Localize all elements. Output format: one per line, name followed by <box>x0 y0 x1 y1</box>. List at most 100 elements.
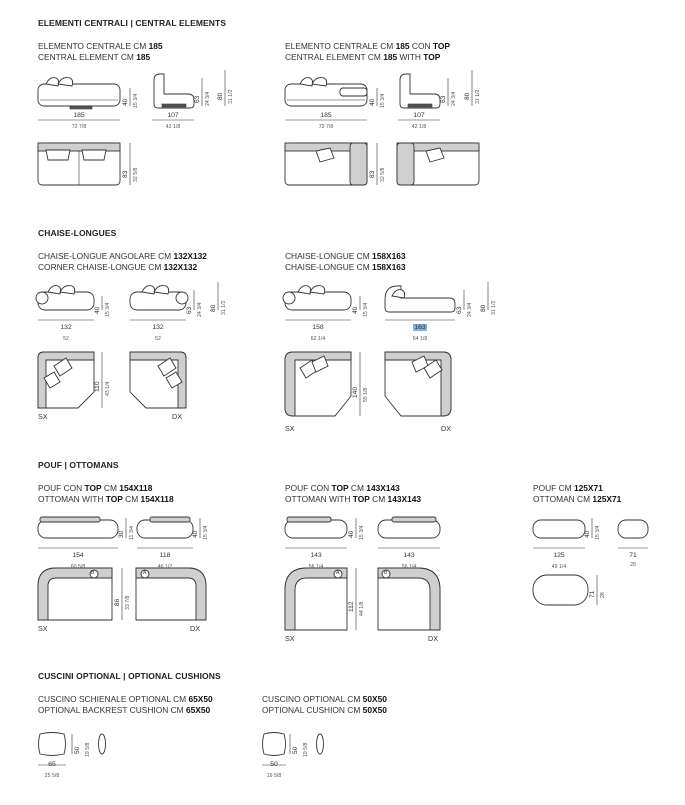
dim-40-chaise: 40 <box>352 306 359 314</box>
dim-25-inch: 25 5/8 <box>44 773 60 779</box>
label-sx-ottoman-154: SX <box>38 624 48 633</box>
dim-132-left: 132 <box>60 324 72 331</box>
caption-ottoman-125x71: POUF CM 125X71 OTTOMAN CM 125X71 <box>533 483 622 504</box>
section-title-chaise-longues: CHAISE-LONGUES <box>38 228 117 238</box>
ottoman-154-plan-left <box>37 567 113 621</box>
dim-143-side: 143 <box>403 552 415 559</box>
dim-64-inch: 64 1/8 <box>412 336 428 342</box>
caption-central-element: ELEMENTO CENTRALE CM 185 CENTRAL ELEMENT… <box>38 41 163 62</box>
dim-32-inch: 32 5/8 <box>133 167 139 182</box>
label-dx-corner: DX <box>172 412 182 421</box>
dim-32-inch-top: 32 5/8 <box>380 167 386 182</box>
dim-50-backrest: 50 <box>74 746 81 754</box>
dim-63-top: 63 <box>440 95 447 103</box>
section-title-optional-cushions: CUSCINI OPTIONAL | OPTIONAL CUSHIONS <box>38 671 221 681</box>
dim-60-inch: 60 5/8 <box>70 564 86 570</box>
dim-31-inch: 31 1/2 <box>228 89 234 104</box>
central-element-plan-view <box>37 142 121 186</box>
ottoman-125-side-view <box>617 519 649 539</box>
dim-40-chaise-left: 40 <box>94 306 101 314</box>
dim-19-cushion: 19 5/8 <box>266 773 282 779</box>
dim-40-ottoman-154: 40 <box>192 530 199 538</box>
ottoman-143-side-view <box>377 516 441 539</box>
dim-63-chaise-left: 63 <box>186 306 193 314</box>
dim-107-top: 107 <box>413 112 425 119</box>
label-sx-chaise: SX <box>285 424 295 433</box>
caption-corner-chaise-longue: CHAISE-LONGUE ANGOLARE CM 132X132 CORNER… <box>38 251 207 272</box>
dim-110: 110 <box>94 381 101 392</box>
dim-65: 65 <box>48 761 56 768</box>
dim-15-inch-top: 15 3/4 <box>380 93 386 108</box>
corner-chaise-plan-left <box>37 351 95 409</box>
dim-71-plan: 71 <box>589 590 596 598</box>
dim-112: 112 <box>348 601 355 612</box>
central-element-side-view <box>153 73 195 109</box>
dim-80-chaise: 80 <box>480 304 487 312</box>
dim-31-chaise: 31 1/2 <box>491 300 497 315</box>
caption-ottoman-154x118: POUF CON TOP CM 154X118 OTTOMAN WITH TOP… <box>38 483 174 504</box>
chaise-longue-plan-left <box>284 351 352 417</box>
dim-52-right: 52 <box>155 336 161 342</box>
backrest-cushion-front <box>38 732 66 756</box>
caption-chaise-longue: CHAISE-LONGUE CM 158X163 CHAISE-LONGUE C… <box>285 251 406 272</box>
dim-118: 118 <box>159 552 171 559</box>
chaise-longue-plan-right <box>384 351 452 417</box>
backrest-cushion-side <box>98 733 106 755</box>
dim-154: 154 <box>72 552 84 559</box>
chaise-longue-front-view <box>282 285 352 311</box>
dim-46-inch: 46 1/2 <box>157 564 173 570</box>
optional-cushion-side <box>316 733 324 755</box>
dim-28-plan: 28 <box>600 592 606 598</box>
dim-19-backrest: 19 5/8 <box>85 742 91 757</box>
dim-15-inch: 15 3/4 <box>133 93 139 108</box>
dim-19-cushion-height: 19 5/8 <box>303 742 309 757</box>
central-element-front-view <box>37 77 121 110</box>
ottoman-143-plan-right <box>377 567 441 631</box>
dim-15-ottoman-143: 15 3/4 <box>359 525 365 540</box>
dim-28-inch: 28 <box>630 562 636 568</box>
label-dx-ottoman-154: DX <box>190 624 200 633</box>
dim-40-ottoman-125: 40 <box>584 530 591 538</box>
dim-140: 140 <box>352 386 359 398</box>
corner-chaise-front-right <box>129 285 189 311</box>
dim-107: 107 <box>167 112 179 119</box>
ottoman-143-plan-left <box>284 567 348 631</box>
central-element-top-plan-right <box>396 142 480 186</box>
label-sx-ottoman-143: SX <box>285 634 295 643</box>
dim-43-inch: 43 1/4 <box>105 381 111 396</box>
dim-63-chaise: 63 <box>456 306 463 314</box>
dim-132-right: 132 <box>152 324 164 331</box>
dim-55-inch: 55 1/8 <box>363 387 369 402</box>
ottoman-154-plan-right <box>135 567 207 621</box>
dim-83-top: 83 <box>369 170 376 178</box>
caption-optional-cushion: CUSCINO OPTIONAL CM 50X50 OPTIONAL CUSHI… <box>262 694 387 715</box>
dim-80: 80 <box>217 92 224 100</box>
ottoman-154-side-view <box>136 516 194 539</box>
dim-185: 185 <box>73 112 85 119</box>
dim-44-inch: 44 1/8 <box>359 601 365 616</box>
dim-125: 125 <box>553 552 565 559</box>
marker-a-left-143: A <box>336 570 340 576</box>
dim-72-inch-top: 72 7/8 <box>318 124 334 130</box>
corner-chaise-front-left <box>35 285 95 311</box>
central-element-top-side-view <box>399 73 441 109</box>
dim-80-top: 80 <box>464 92 471 100</box>
marker-b-left: B <box>91 570 95 576</box>
dim-42-inch-top: 42 1/8 <box>411 124 427 130</box>
dim-24-inch: 24 3/4 <box>205 91 211 106</box>
dim-163: 163 <box>413 324 427 331</box>
ottoman-125-front-view <box>532 519 586 539</box>
dim-33-inch: 33 7/8 <box>125 595 131 610</box>
label-sx-corner: SX <box>38 412 48 421</box>
dim-24-inch-top: 24 3/4 <box>451 91 457 106</box>
dim-49-inch: 49 1/4 <box>551 564 567 570</box>
label-dx-ottoman-143: DX <box>428 634 438 643</box>
caption-ottoman-143x143: POUF CON TOP CM 143X143 OTTOMAN WITH TOP… <box>285 483 422 504</box>
dim-185-top: 185 <box>320 112 332 119</box>
dim-50-cushion-height: 50 <box>292 746 299 754</box>
ottoman-125-plan-view <box>532 574 589 606</box>
marker-a-right: A <box>143 570 147 576</box>
dim-11-inch: 11 3/4 <box>129 525 135 540</box>
dim-56-side: 56 1/4 <box>401 564 417 570</box>
